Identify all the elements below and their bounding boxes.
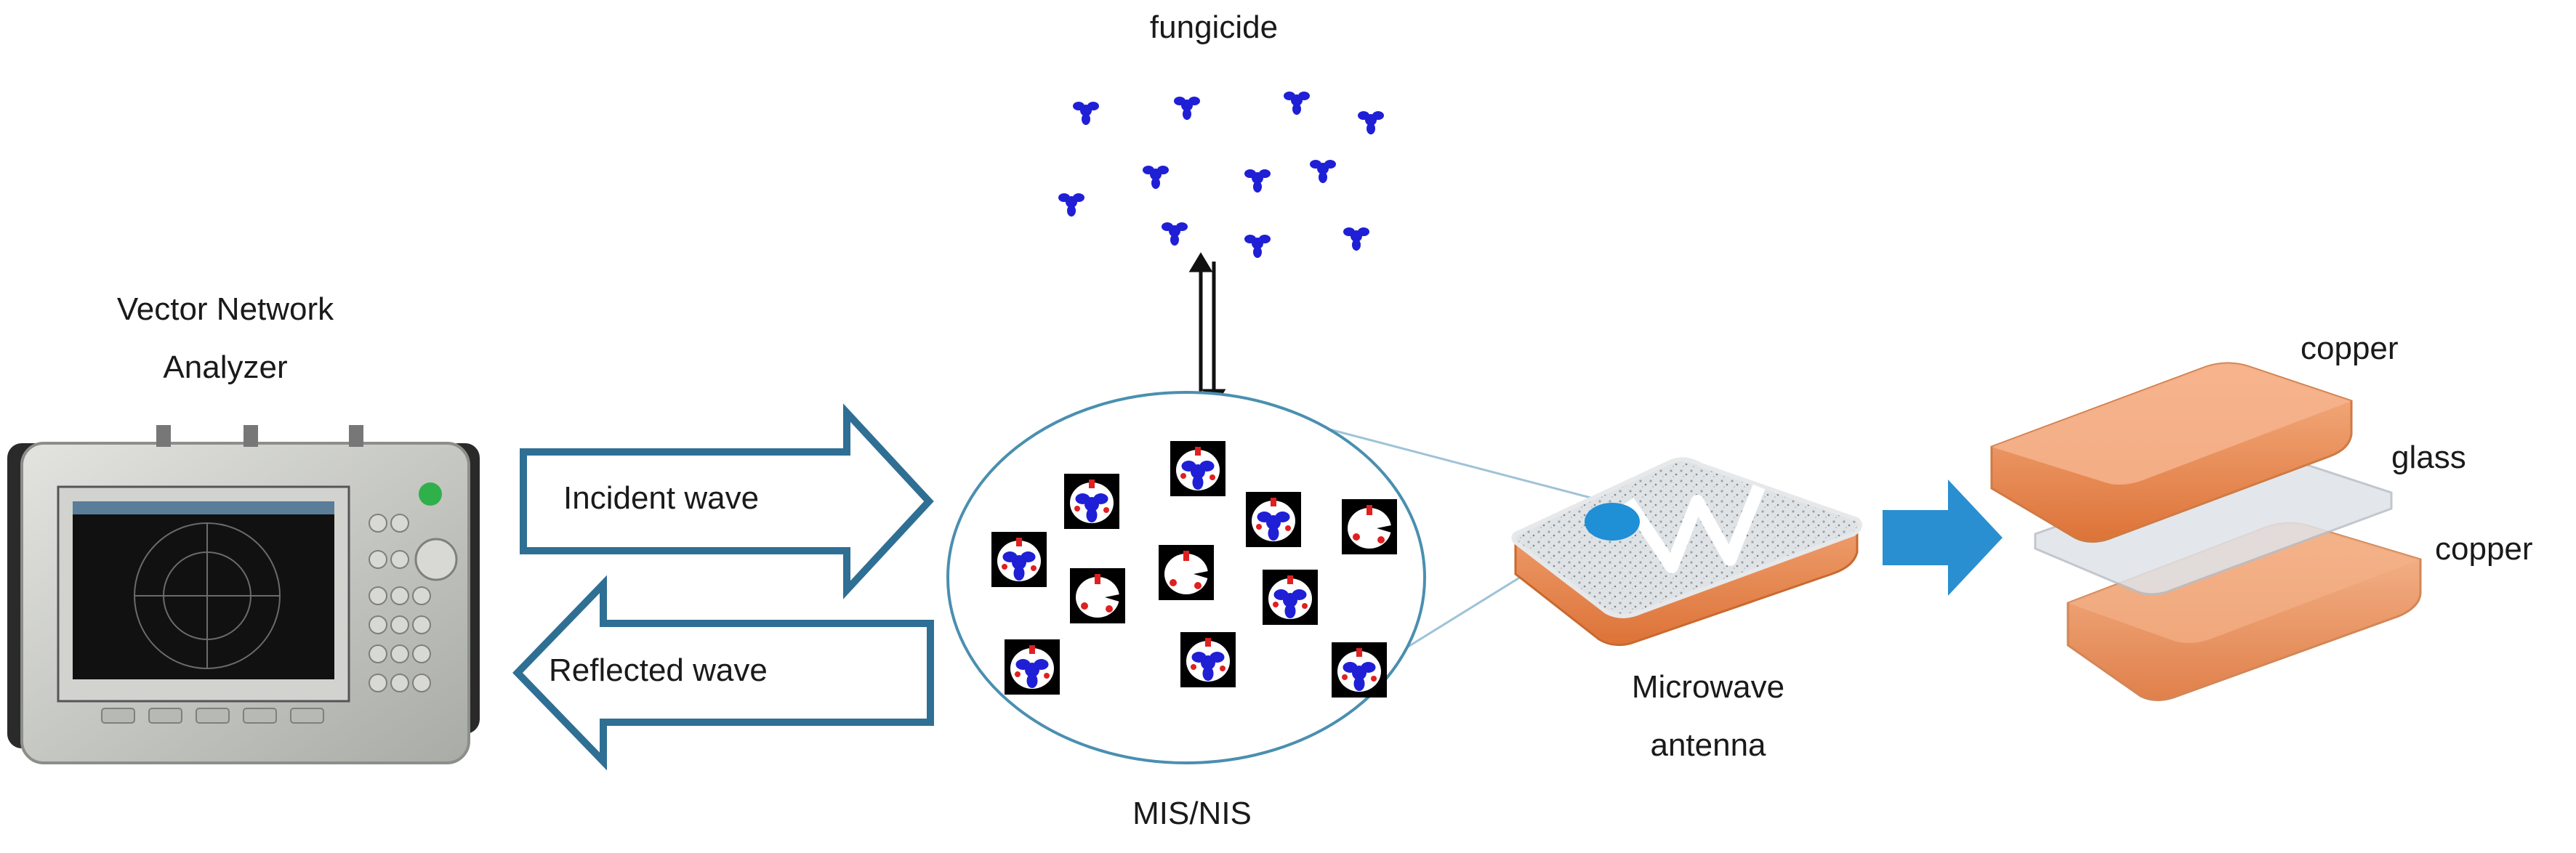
fungicide-molecule-icon [1244,235,1271,258]
imprinted-site-icon [1180,632,1236,687]
copper-bottom-label: copper [2435,531,2533,567]
fungicide-molecule-icon [1174,97,1200,120]
antenna-label-line1: Microwave [1631,669,1785,705]
layer-detail-arrow [1883,480,2003,596]
incident-wave-label: Incident wave [563,480,760,516]
imprinted-site-icon [1342,499,1397,554]
microwave-antenna [1511,457,1862,647]
incident-wave-arrow [520,403,934,599]
imprinted-site-icon [1159,545,1214,600]
imprinted-site-icon [1246,492,1301,547]
glass-label: glass [2391,440,2466,475]
vna-label-line2: Analyzer [163,349,288,385]
reflected-wave-label: Reflected wave [549,652,768,688]
antenna-sensing-spot [1585,503,1640,541]
imprinted-site-icon [1332,642,1387,698]
fungicide-label: fungicide [1149,9,1279,45]
layer-stack [1990,362,2422,701]
fungicide-molecule-icon [1310,160,1336,183]
antenna-label-line2: antenna [1650,727,1766,763]
fungicide-molecule-icon [1358,111,1384,134]
imprinted-site-icon [991,532,1047,587]
vna-label-line1: Vector Network [116,291,334,327]
fungicide-cloud [1058,92,1384,258]
fungicide-molecule-icon [1058,193,1084,217]
fungicide-molecule-icon [1343,227,1369,251]
imprinted-site-icon [1005,639,1060,695]
fungicide-molecule-icon [1162,222,1188,246]
vector-network-analyzer-device [7,425,480,764]
imprinted-site-icon [1263,570,1318,625]
mis-nis-label: MIS/NIS [1132,796,1252,831]
fungicide-molecule-icon [1284,92,1310,115]
fungicide-molecule-icon [1244,169,1271,193]
binding-double-arrow [1188,252,1226,409]
fungicide-molecule-icon [1073,102,1099,125]
fungicide-molecule-icon [1143,166,1169,189]
imprinted-site-icon [1064,474,1119,529]
copper-top-label: copper [2301,331,2399,366]
imprinted-site-icon [1170,441,1225,496]
imprinted-site-icon [1070,568,1125,623]
reflected-wave-arrow [512,575,934,771]
